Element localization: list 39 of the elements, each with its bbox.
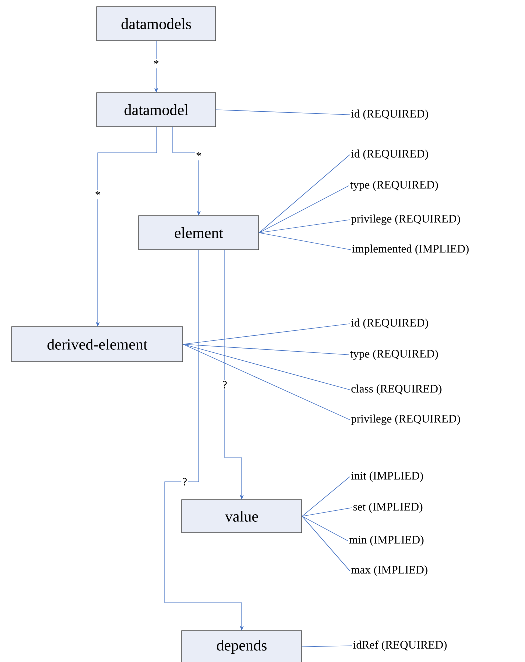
connector-line [302, 508, 352, 517]
connector-line [259, 220, 350, 234]
attribute-label: privilege (REQUIRED) [351, 414, 460, 426]
edge-label: * [152, 59, 160, 69]
attribute-label: id (REQUIRED) [351, 318, 428, 330]
connector-line [302, 476, 350, 517]
connector-line [183, 344, 350, 420]
attribute-label: id (REQUIRED) [351, 110, 428, 120]
connector-line [302, 516, 348, 542]
element-box: derived-element [12, 326, 184, 362]
attribute-label: init (IMPLIED) [351, 472, 424, 482]
connector-line [216, 110, 350, 116]
edge-label: ? [222, 380, 228, 390]
connector-line [302, 516, 350, 572]
element-box: value [182, 500, 302, 534]
attribute-label: type (REQUIRED) [350, 350, 438, 360]
attribute-label: type (REQUIRED) [350, 180, 438, 192]
connector-line [183, 344, 350, 390]
connector-line [183, 324, 350, 345]
element-box: datamodel [96, 92, 216, 128]
edge-label: ? [182, 477, 188, 487]
element-box: datamodels [96, 6, 216, 42]
attribute-label: min (IMPLIED) [349, 536, 424, 546]
attribute-label: privilege (REQUIRED) [351, 214, 460, 226]
element-box: depends [182, 630, 302, 662]
edge-label: * [94, 190, 102, 200]
attribute-label: id (REQUIRED) [351, 150, 428, 160]
connector-line [259, 232, 352, 250]
attribute-label: idRef (REQUIRED) [353, 640, 447, 652]
connector-line [183, 344, 350, 356]
edge-label: * [195, 151, 203, 161]
connector-line [259, 154, 350, 234]
connector-line [302, 646, 352, 648]
attribute-label: implemented (IMPLIED) [352, 244, 469, 256]
element-box: element [138, 216, 260, 250]
attribute-label: class (REQUIRED) [352, 384, 442, 396]
attribute-label: max (IMPLIED) [351, 566, 428, 576]
connector-line [259, 186, 350, 234]
attribute-label: set (IMPLIED) [354, 502, 423, 514]
